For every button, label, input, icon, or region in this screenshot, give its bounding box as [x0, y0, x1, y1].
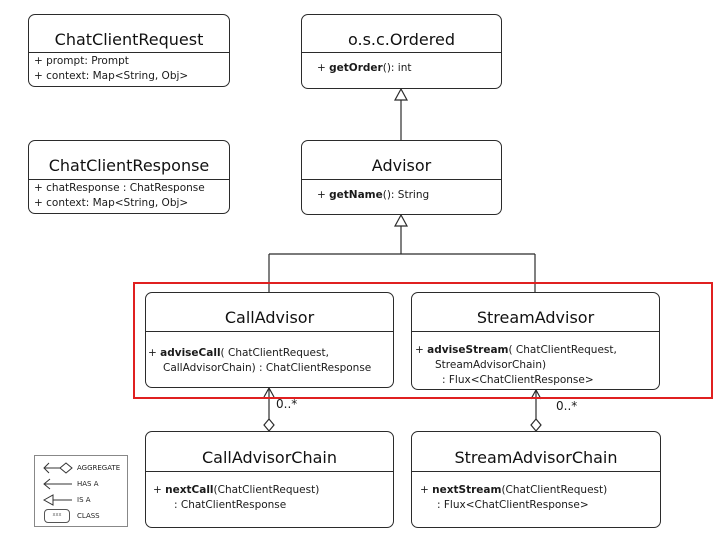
legend-aggregate-diamond [59, 462, 73, 474]
call-advisor-chain-member-continued: : ChatClientResponse [174, 499, 287, 511]
chat-client-request-member: + prompt: Prompt [34, 55, 129, 67]
advisor-inheritance-arrowhead [393, 213, 409, 227]
chat-client-response-member: + chatResponse : ChatResponse [34, 182, 205, 194]
legend-aggregate-label: AGGREGATE [77, 464, 121, 472]
chat-client-response-class: ChatClientResponse + chatResponse : Chat… [28, 140, 230, 214]
stream-advisor-chain-class: StreamAdvisorChain + nextStream(ChatClie… [411, 431, 661, 528]
advisor-member: + getName(): String [317, 189, 430, 201]
chat-client-request-class: ChatClientRequest + prompt: Prompt + con… [28, 14, 230, 87]
ordered-class: o.s.c.Ordered + getOrder(): int [301, 14, 502, 89]
chat-client-request-title: ChatClientRequest [54, 30, 204, 49]
advisor-class: Advisor + getName(): String [301, 140, 502, 215]
legend-is-a-arrowhead [42, 494, 54, 506]
call-advisor-chain-member: + nextCall(ChatClientRequest) [153, 484, 320, 496]
call-advisor-class: CallAdvisor + adviseCall( ChatClientRequ… [145, 292, 394, 388]
call-advisor-member: + adviseCall( ChatClientRequest, [148, 347, 329, 359]
call-multiplicity-label: 0..* [276, 397, 298, 411]
legend [34, 455, 128, 527]
stream-advisor-class: StreamAdvisor + adviseStream( ChatClient… [411, 292, 660, 390]
legend-is-a-label: IS A [77, 496, 91, 504]
legend-has-a-arrow [43, 478, 51, 490]
call-advisor-title: CallAdvisor [224, 308, 315, 327]
chat-client-response-title: ChatClientResponse [48, 156, 210, 175]
stream-advisor-member-continued: : Flux<ChatClientResponse> [442, 374, 594, 386]
ordered-member: + getOrder(): int [317, 62, 412, 74]
chat-client-response-member: + context: Map<String, Obj> [34, 197, 189, 209]
stream-multiplicity-label: 0..* [556, 399, 578, 413]
call-advisor-member-continued: CallAdvisorChain) : ChatClientResponse [163, 362, 372, 374]
highlight-rectangle [133, 282, 713, 399]
legend-class-label: CLASS [77, 512, 100, 520]
stream-advisor-member: + adviseStream( ChatClientRequest, [415, 344, 617, 356]
call-chain-arrowhead [263, 386, 275, 398]
legend-aggregate-arrow [43, 462, 50, 474]
stream-advisor-chain-member-continued: : Flux<ChatClientResponse> [437, 499, 589, 511]
stream-chain-aggregate-diamond [530, 418, 542, 432]
ordered-title: o.s.c.Ordered [347, 30, 455, 49]
call-advisor-chain-class: CallAdvisorChain + nextCall(ChatClientRe… [145, 431, 394, 528]
advisor-title: Advisor [371, 156, 432, 175]
call-advisor-chain-title: CallAdvisorChain [201, 448, 337, 467]
ordered-inheritance-arrowhead [393, 87, 409, 101]
stream-advisor-member-continued: StreamAdvisorChain) [435, 359, 547, 371]
legend-has-a-label: HAS A [77, 480, 99, 488]
stream-chain-arrowhead [530, 388, 542, 400]
call-chain-aggregate-diamond [263, 418, 275, 432]
chat-client-request-member: + context: Map<String, Obj> [34, 70, 189, 82]
legend-class-icon: xxx [44, 509, 70, 523]
stream-advisor-title: StreamAdvisor [476, 308, 595, 327]
stream-advisor-chain-title: StreamAdvisorChain [454, 448, 618, 467]
stream-advisor-chain-member: + nextStream(ChatClientRequest) [420, 484, 608, 496]
